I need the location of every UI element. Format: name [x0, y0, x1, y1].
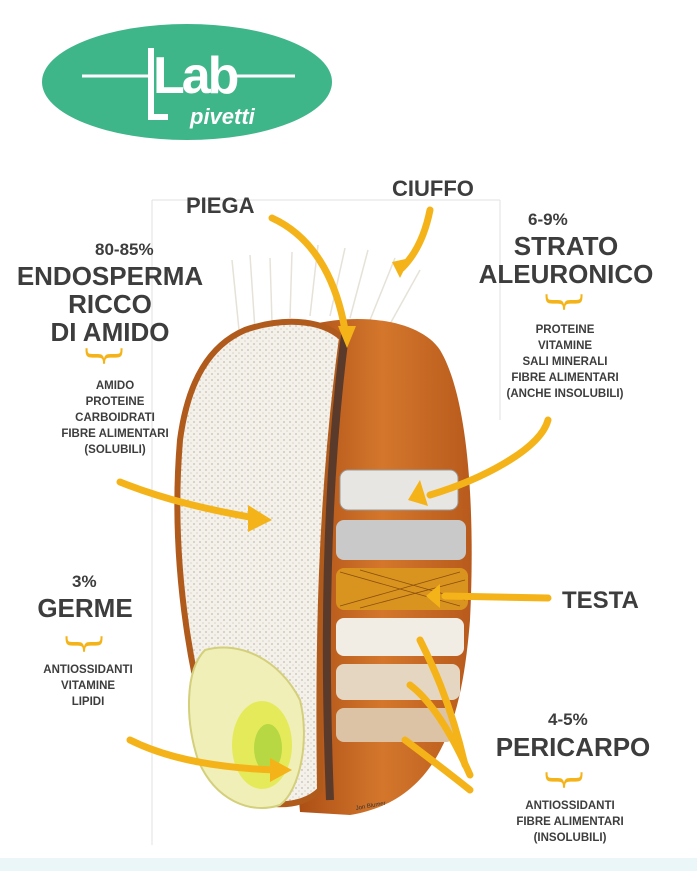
endosperma-list: AMIDO PROTEINE CARBOIDRATI FIBRE ALIMENT… [45, 378, 185, 458]
pericarpo-title: PERICARPO [495, 732, 651, 762]
list-item: SALI MINERALI [522, 356, 608, 368]
strato-title: STRATO ALEURONICO [466, 232, 666, 288]
list-item: VITAMINE [60, 680, 116, 692]
crease [322, 334, 349, 801]
list-item: FIBRE ALIMENTARI [61, 428, 169, 440]
arrows [116, 206, 552, 794]
endosperma-title-line: DI AMIDO [50, 317, 170, 347]
strato-percent: 6-9% [528, 210, 568, 229]
label-piega: PIEGA [186, 193, 255, 218]
arrow-endosperma [116, 478, 259, 522]
logo-badge [42, 24, 332, 140]
label-ciuffo: CIUFFO [392, 176, 474, 201]
bran-layers [336, 469, 468, 742]
list-item: LIPIDI [71, 696, 105, 708]
label-testa: TESTA [562, 587, 639, 614]
list-item: VITAMINE [537, 340, 593, 352]
logo: Lab pivetti [40, 22, 334, 142]
arrow-pericarpo-3 [401, 736, 474, 794]
strato-title-line: STRATO [513, 231, 619, 261]
arrow-testa [441, 592, 552, 602]
arrow-strato [426, 416, 552, 499]
endosperma-title: ENDOSPERMA RICCO DI AMIDO [0, 262, 220, 346]
list-item: (ANCHE INSOLUBILI) [506, 388, 624, 400]
pericarpo-list: ANTIOSSIDANTI FIBRE ALIMENTARI (INSOLUBI… [490, 798, 650, 846]
endosperma-title-line: RICCO [68, 289, 152, 319]
germe-title: GERME [37, 593, 133, 623]
arrow-piega [268, 214, 349, 334]
logo-subtext: pivetti [190, 104, 255, 129]
list-item: (SOLUBILI) [84, 444, 146, 456]
arrow-pericarpo-1 [416, 636, 469, 769]
strato-list: PROTEINE VITAMINE SALI MINERALI FIBRE AL… [480, 322, 650, 402]
strato-title-line: ALEURONICO [478, 259, 654, 289]
arrow-heads [248, 258, 440, 782]
endosperma-title-line: ENDOSPERMA [16, 261, 204, 291]
list-item: PROTEINE [535, 324, 595, 336]
arrow-germe [126, 736, 279, 774]
list-item: ANTIOSSIDANTI [43, 664, 133, 676]
list-item: PROTEINE [85, 396, 145, 408]
logo-text: Lab [153, 47, 239, 105]
germe-list: ANTIOSSIDANTI VITAMINE LIPIDI [18, 662, 158, 710]
list-item: AMIDO [95, 380, 135, 392]
pericarpo-percent: 4-5% [548, 710, 588, 729]
list-item: FIBRE ALIMENTARI [516, 816, 624, 828]
endosperma-percent: 80-85% [95, 240, 154, 259]
germe-percent: 3% [72, 572, 97, 591]
list-item: FIBRE ALIMENTARI [511, 372, 619, 384]
list-item: CARBOIDRATI [75, 412, 155, 424]
list-item: (INSOLUBILI) [533, 832, 607, 844]
artist-signature: Jon Blumer [355, 801, 386, 812]
arrow-pericarpo-2 [406, 681, 474, 779]
list-item: ANTIOSSIDANTI [525, 800, 615, 812]
footer-strip [0, 858, 697, 871]
